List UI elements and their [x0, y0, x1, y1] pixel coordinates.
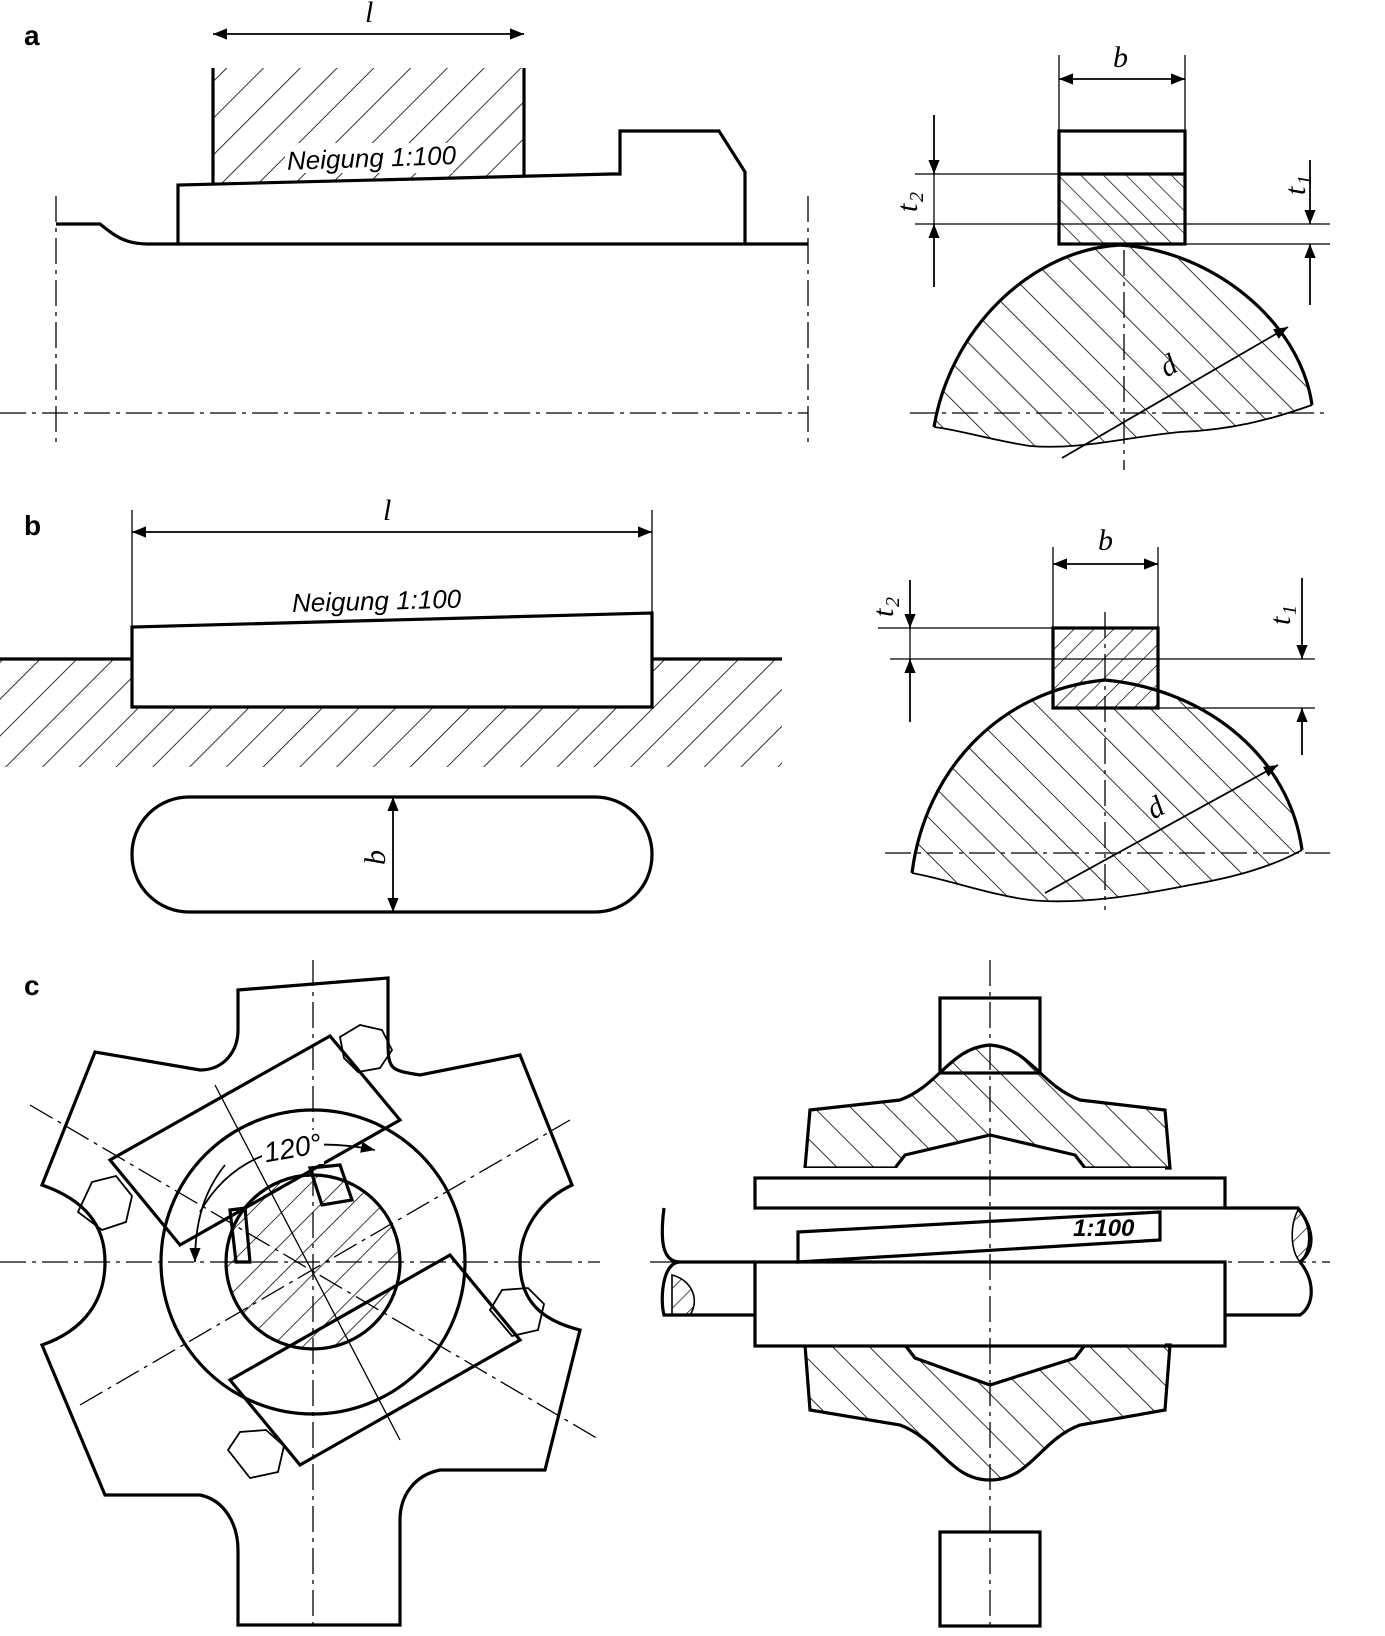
- shaft-outline: [56, 222, 808, 246]
- hub-depth-label: t 2: [867, 597, 904, 617]
- panel-b-label: b: [24, 510, 41, 541]
- panel-c: c 120°: [0, 960, 1330, 1630]
- svg-text:2: 2: [882, 597, 904, 607]
- angle-arrow-left: [189, 1164, 226, 1263]
- svg-text:t: t: [891, 203, 924, 212]
- panel-c-side-view: 1:100: [650, 960, 1330, 1630]
- taper-label: 1:100: [1073, 1215, 1135, 1242]
- hub-section-outline: [211, 68, 526, 183]
- key-section-hatch: [1059, 174, 1185, 244]
- svg-text:t: t: [1279, 186, 1312, 195]
- left-shaft: [660, 1207, 755, 1317]
- key-section: [1057, 129, 1187, 246]
- svg-text:1: 1: [1294, 175, 1316, 185]
- svg-text:2: 2: [906, 192, 928, 202]
- panel-a-cross-section: b t 2 t 1 d: [891, 41, 1330, 470]
- left-shaft-bg: [664, 1208, 800, 1262]
- diagonal-centerline-1: [29, 1104, 601, 1441]
- length-label: l: [365, 0, 373, 29]
- slope-note-bg: [285, 143, 453, 173]
- slope-note: Neigung 1:100: [292, 584, 462, 618]
- angle-label-bg: [262, 1130, 324, 1164]
- bolt-nut-bottom: [226, 1429, 285, 1479]
- shaft-break-line: [933, 404, 1313, 448]
- diameter-dimension: [1061, 326, 1289, 459]
- svg-text:1: 1: [1279, 605, 1301, 615]
- svg-text:t: t: [1264, 616, 1297, 625]
- panel-b-cross-section: b t 2 t 1 d: [867, 524, 1330, 910]
- panel-b-plan-view: b: [130, 795, 654, 914]
- panel-c-label: c: [24, 970, 40, 1001]
- diagonal-centerline-2: [79, 1119, 571, 1406]
- tapered-key: [796, 1210, 1162, 1264]
- bolt-nut-left: [76, 1174, 133, 1232]
- star-hub-outline: [39, 976, 582, 1627]
- diameter-dimension: [1044, 764, 1279, 894]
- panel-a-label: a: [24, 20, 40, 51]
- slope-note: Neigung 1:100: [286, 140, 457, 176]
- panel-b: b l Neigung 1:100 b: [0, 494, 1330, 914]
- left-shaft-section: [671, 1273, 696, 1316]
- panel-c-front-view: 120°: [0, 960, 601, 1630]
- key-plan-outline: [130, 795, 654, 914]
- key-top: [307, 1163, 355, 1207]
- svg-text:t: t: [867, 608, 900, 617]
- hub-lower-section: [803, 1343, 1172, 1482]
- hub-depth-label: t 2: [891, 192, 928, 212]
- panel-a-side-view: Neigung 1:100 l: [0, 0, 809, 445]
- shaft-depth-label: t 1: [1279, 175, 1316, 195]
- hub-upper-section: [803, 1043, 1172, 1170]
- bolt-heads: [76, 1024, 545, 1479]
- shaft-depth-label: t 1: [1264, 605, 1301, 625]
- key-left: [228, 1206, 252, 1264]
- clamp-bar-upper: [107, 1033, 403, 1248]
- shaft-break-line: [911, 849, 1303, 903]
- hub-bore: [795, 1168, 1165, 1346]
- length-label: l: [383, 494, 391, 527]
- width-label: b: [1113, 41, 1128, 74]
- panel-a: a Neigung 1:100 l: [0, 0, 1330, 470]
- plan-width-label: b: [359, 850, 392, 865]
- shaft-hatch-lower: [0, 707, 782, 767]
- split-line: [214, 1084, 401, 1441]
- panel-b-side-view: l Neigung 1:100: [0, 494, 782, 767]
- gib-head-key: [176, 129, 747, 244]
- width-label: b: [1098, 524, 1113, 557]
- key-fill: [132, 613, 652, 706]
- bolt-nut-right: [488, 1287, 545, 1338]
- bolt-nut-top: [338, 1024, 394, 1073]
